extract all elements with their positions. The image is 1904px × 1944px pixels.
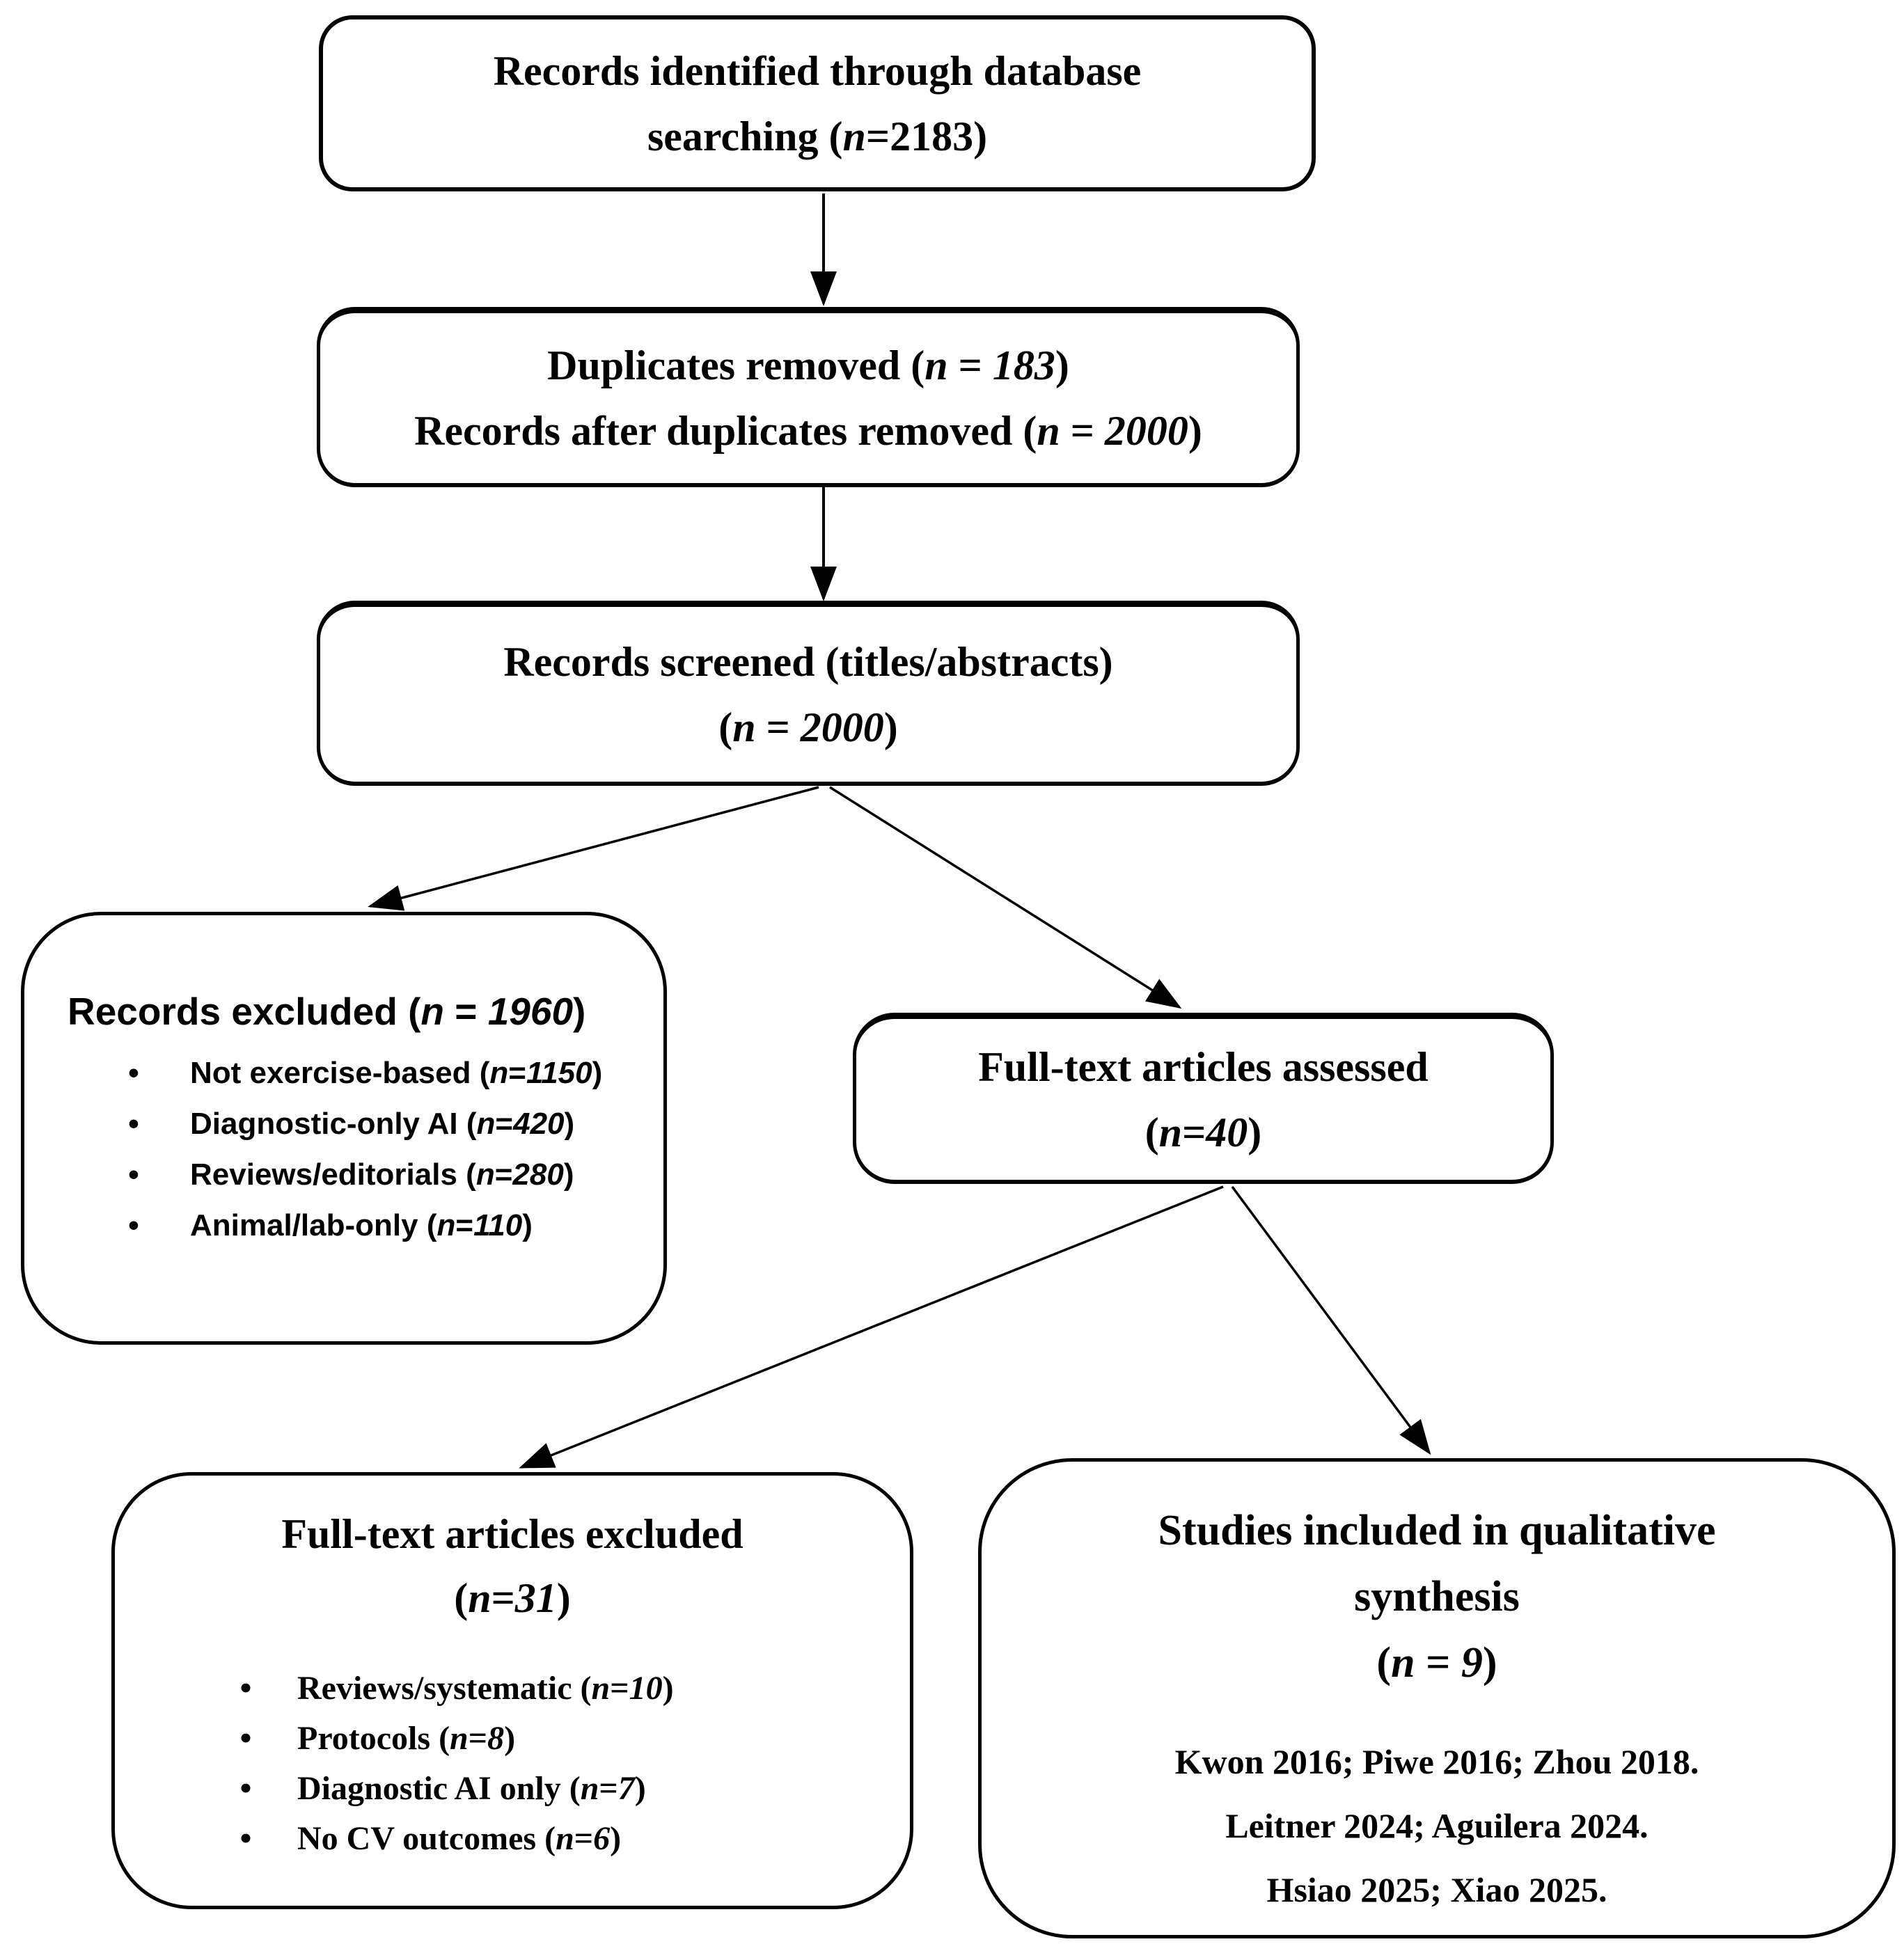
- list-item: • Animal/lab-only (n=110): [68, 1200, 650, 1251]
- records-excluded-bullet-4: Animal/lab-only (n=110): [190, 1208, 533, 1242]
- records-excluded-bullet-2: Diagnostic-only AI (n=420): [190, 1107, 575, 1141]
- bullet-icon: •: [128, 1056, 139, 1090]
- bullet-icon: •: [239, 1820, 252, 1857]
- arrow-screened-to-excluded-icon: [368, 786, 819, 911]
- fulltext-excluded-bullet-4: No CV outcomes (n=6): [297, 1820, 622, 1857]
- box-fulltext-assessed: Full-text articles assessed (n=40): [853, 1013, 1554, 1184]
- list-item: • Not exercise-based (n=1150): [68, 1048, 650, 1098]
- arrow-fulltext-to-fulltext-excluded-icon: [519, 1185, 1224, 1469]
- box-records-identified: Records identified through database sear…: [319, 15, 1316, 191]
- arrow-screened-to-fulltext-icon: [829, 786, 1182, 1009]
- list-item: • Reviews/editorials (n=280): [68, 1149, 650, 1200]
- included-studies-citations: Kwon 2016; Piwe 2016; Zhou 2018. Leitner…: [982, 1730, 1892, 1922]
- bullet-icon: •: [239, 1770, 252, 1807]
- citation-line-3: Hsiao 2025; Xiao 2025.: [1266, 1870, 1607, 1909]
- arrow-fulltext-to-included-icon: [1231, 1185, 1431, 1455]
- citation-line-2: Leitner 2024; Aguilera 2024.: [1225, 1806, 1649, 1845]
- fulltext-excluded-heading: Full-text articles excluded (n=31): [115, 1502, 910, 1630]
- bullet-icon: •: [128, 1107, 139, 1141]
- fulltext-excluded-bullet-list: • Reviews/systematic (n=10) • Protocols …: [115, 1664, 910, 1864]
- list-item: • Diagnostic-only AI (n=420): [68, 1098, 650, 1149]
- box-records-screened: Records screened (titles/abstracts) (n =…: [317, 601, 1300, 786]
- studies-included-line-1: Studies included in qualitative: [1158, 1507, 1716, 1554]
- studies-included-line-2: synthesis: [1354, 1573, 1520, 1620]
- records-identified-line-2: searching (n=2183): [647, 113, 988, 159]
- records-screened-line-1: Records screened (titles/abstracts): [503, 638, 1113, 685]
- bullet-icon: •: [128, 1157, 139, 1192]
- records-excluded-bullet-list: • Not exercise-based (n=1150) • Diagnost…: [68, 1048, 650, 1251]
- box-records-excluded: Records excluded (n = 1960) • Not exerci…: [21, 912, 667, 1345]
- fulltext-assessed-line-1: Full-text articles assessed: [978, 1043, 1429, 1090]
- bullet-icon: •: [128, 1208, 139, 1242]
- studies-included-line-3: (n = 9): [1376, 1639, 1497, 1686]
- fulltext-excluded-heading-line-2: (n=31): [454, 1575, 571, 1621]
- box-fulltext-excluded: Full-text articles excluded (n=31) • Rev…: [111, 1472, 913, 1909]
- duplicates-removed-line-2: Records after duplicates removed (n = 20…: [414, 408, 1202, 454]
- list-item: • Diagnostic AI only (n=7): [233, 1764, 910, 1814]
- citation-line-1: Kwon 2016; Piwe 2016; Zhou 2018.: [1174, 1742, 1699, 1781]
- box-studies-included: Studies included in qualitative synthesi…: [978, 1458, 1896, 1938]
- records-identified-line-1: Records identified through database: [493, 47, 1142, 94]
- records-excluded-bullet-3: Reviews/editorials (n=280): [190, 1157, 574, 1192]
- records-screened-line-2: (n = 2000): [718, 704, 898, 750]
- records-excluded-heading: Records excluded (n = 1960): [68, 990, 586, 1033]
- bullet-icon: •: [239, 1720, 252, 1757]
- list-item: • Protocols (n=8): [233, 1714, 910, 1764]
- duplicates-removed-line-1: Duplicates removed (n = 183): [547, 342, 1069, 388]
- fulltext-excluded-heading-line-1: Full-text articles excluded: [281, 1511, 743, 1557]
- fulltext-excluded-bullet-2: Protocols (n=8): [297, 1720, 516, 1757]
- bullet-icon: •: [239, 1670, 252, 1707]
- records-excluded-bullet-1: Not exercise-based (n=1150): [190, 1056, 603, 1090]
- fulltext-assessed-line-2: (n=40): [1144, 1109, 1262, 1155]
- box-duplicates-removed: Duplicates removed (n = 183) Records aft…: [317, 307, 1300, 487]
- fulltext-excluded-bullet-3: Diagnostic AI only (n=7): [297, 1770, 646, 1807]
- list-item: • No CV outcomes (n=6): [233, 1814, 910, 1864]
- list-item: • Reviews/systematic (n=10): [233, 1664, 910, 1714]
- fulltext-excluded-bullet-1: Reviews/systematic (n=10): [297, 1670, 674, 1707]
